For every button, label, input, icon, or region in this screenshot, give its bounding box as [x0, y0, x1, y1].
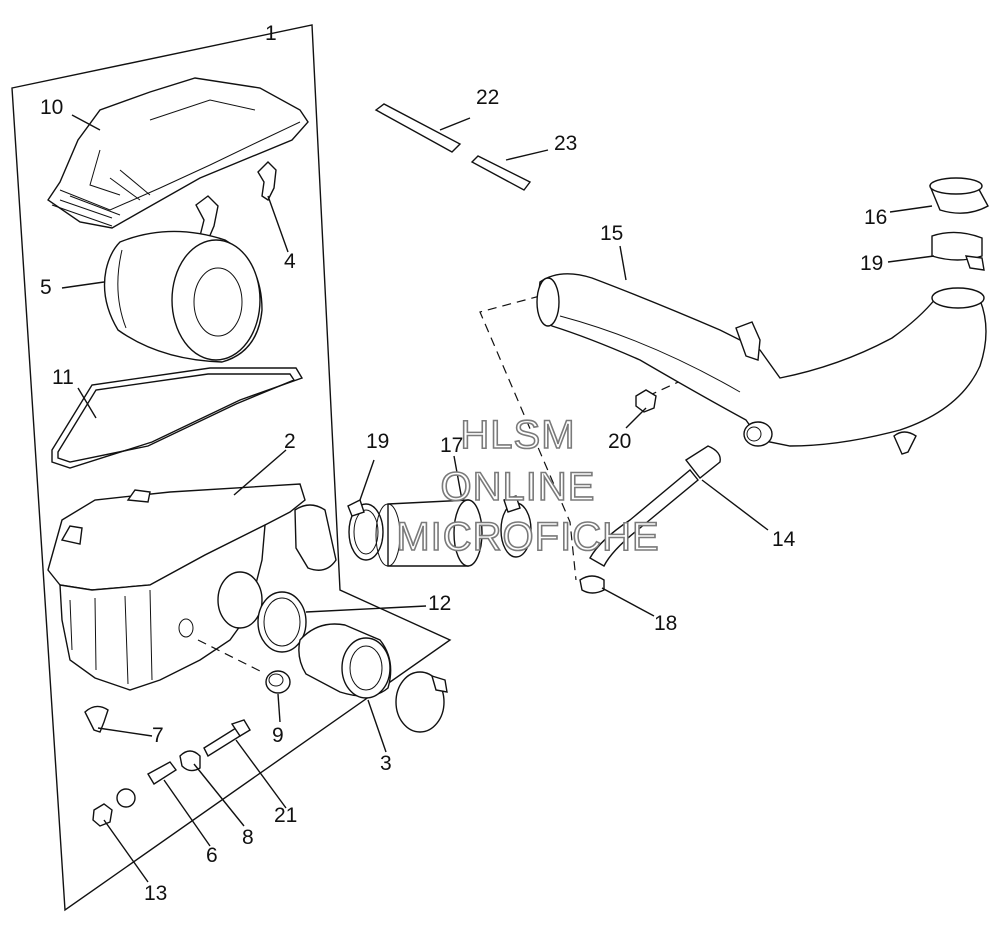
cap-16	[929, 177, 989, 214]
callout-16: 16	[864, 206, 887, 229]
airbox-housing	[47, 483, 337, 691]
clamp-19-left-screw	[347, 499, 365, 517]
plug-9	[265, 670, 291, 694]
callout-4: 4	[284, 250, 296, 273]
air-filter-element	[103, 230, 263, 363]
bolt-20	[635, 389, 657, 413]
callout-6: 6	[206, 844, 218, 867]
callout-17: 17	[440, 434, 463, 457]
rubber-mount	[893, 431, 917, 455]
nut-13	[92, 803, 113, 827]
callout-2: 2	[284, 430, 296, 453]
watermark-line-2: ONLINE	[441, 465, 596, 509]
callout-10: 10	[40, 96, 63, 119]
callout-12: 12	[428, 592, 451, 615]
clamp-12	[257, 591, 307, 653]
drain-valve	[84, 705, 109, 733]
dashed-routing	[479, 295, 577, 581]
callout-11: 11	[52, 366, 74, 389]
callout-14: 14	[772, 528, 796, 551]
assembly-boundary	[11, 24, 452, 912]
clamp-19-upper	[931, 231, 985, 271]
watermark-line-1: HLSM	[460, 413, 575, 457]
callout-23: 23	[554, 132, 577, 155]
callout-18: 18	[654, 612, 677, 635]
callout-19-left: 19	[366, 430, 389, 453]
cover-clips	[195, 161, 277, 241]
clamp-12-inner	[263, 597, 301, 647]
grommet	[116, 788, 136, 808]
callout-1: 1	[265, 22, 277, 45]
callout-13: 13	[144, 882, 167, 905]
watermark-line-3: MICROFICHE	[396, 515, 659, 559]
breather-tube-14	[589, 445, 721, 567]
callout-20: 20	[608, 430, 631, 453]
decal-22	[374, 103, 462, 153]
callout-22: 22	[476, 86, 499, 109]
callout-15: 15	[600, 222, 623, 245]
intake-boot	[298, 623, 392, 699]
air-duct-15	[536, 273, 987, 447]
clamp-19-right-screw	[503, 495, 521, 513]
callout-8: 8	[242, 826, 254, 849]
callout-7: 7	[152, 724, 164, 747]
boot-clamp	[395, 671, 445, 733]
boot-clamp-screw	[430, 674, 448, 693]
sleeve-6	[147, 761, 178, 785]
clamp-19-left	[348, 503, 384, 561]
callout-5: 5	[40, 276, 52, 299]
dashed-link-9	[197, 639, 263, 673]
gasket	[51, 367, 304, 469]
airbox-cover	[47, 77, 309, 229]
bolt-21	[203, 719, 251, 758]
clamp-19-left-inner	[353, 509, 379, 555]
callout-19-right: 19	[860, 252, 883, 275]
callout-3: 3	[380, 752, 392, 775]
callout-9: 9	[272, 724, 284, 747]
hose-clamp-18	[579, 575, 605, 594]
leader-lines	[61, 114, 935, 883]
callout-21: 21	[274, 804, 297, 827]
tube-17	[375, 499, 483, 567]
decal-23	[470, 155, 532, 191]
